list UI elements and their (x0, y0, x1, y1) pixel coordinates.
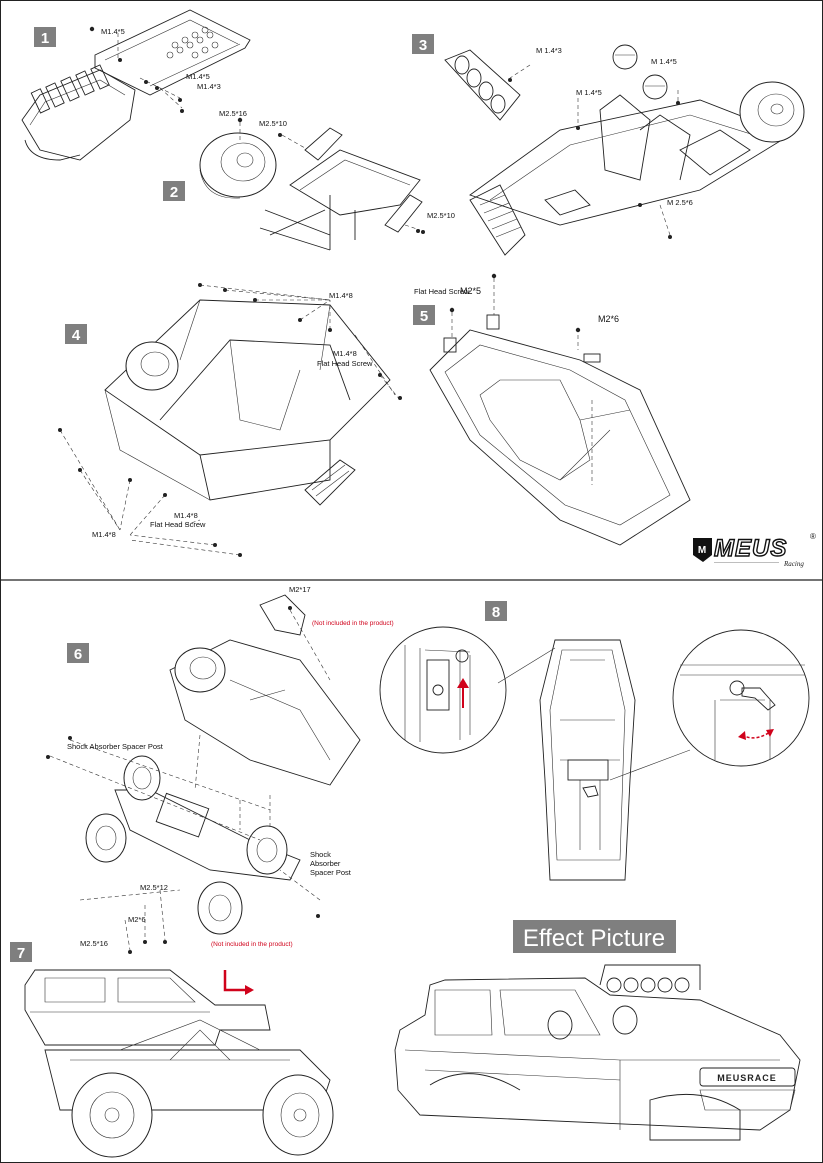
brand-name: MEUS (714, 535, 787, 562)
step-5-number: 5 (420, 308, 428, 325)
logo-shield-icon (693, 538, 712, 562)
s2-label-m25x10-a: M2.5*10 (259, 119, 287, 128)
step-6-drawing: M2*17 (Not included in the product) Shoc… (46, 585, 394, 954)
step-7-drawing (24, 969, 334, 1158)
detail-circle-right (672, 629, 810, 767)
s4-label-m14x8-top: M1.4*8 (329, 291, 353, 300)
effect-picture-group: Effect Picture MEUSRACE (394, 920, 801, 1141)
s1-label-m14x5-top: M1.4*5 (101, 27, 125, 36)
detail-circle-left (379, 626, 507, 754)
svg-text:M: M (698, 545, 706, 556)
step-5-drawing: Flat Head Screw M2*5 M2*6 (414, 273, 691, 546)
step-8-number: 8 (492, 604, 500, 621)
s3-label-m14x5-b: M 1.4*5 (651, 57, 677, 66)
step-1-number: 1 (41, 30, 49, 47)
s3-label-m25x6: M 2.5*6 (667, 198, 693, 207)
s4-label-m14x8-mid: M1.4*8 (333, 349, 357, 358)
s1-label-m14x3: M1.4*3 (197, 82, 221, 91)
effect-title-bg (513, 920, 676, 953)
step-6-number: 6 (74, 646, 82, 663)
s3-label-m14x5-a: M 1.4*5 (576, 88, 602, 97)
s6-label-m25x12: M2.5*12 (140, 883, 168, 892)
s6-label-shock: Shock (310, 850, 331, 859)
step-4-drawing: M1.4*8 M1.4*8 Flat Head Screw M1.4*8 Fla… (58, 283, 402, 557)
s6-label-m2x6: M2*6 (128, 915, 146, 924)
step-1-group: 1 M (21, 9, 251, 161)
step-1-badge (34, 27, 56, 47)
step-3-badge (412, 34, 434, 54)
arrow-up-icon (457, 678, 469, 708)
s6-label-spacer-post: Spacer Post (310, 868, 352, 877)
s4-label-m14x8-low: M1.4*8 (174, 511, 198, 520)
rotate-arrow-icon (741, 731, 771, 739)
step-3-group: 3 M 1.4*3 M 1.4*5 (412, 34, 805, 256)
brand-registered-mark: ® (810, 532, 816, 541)
s4-label-flat-head-low: Flat Head Screw (150, 520, 206, 529)
step-6-badge (67, 643, 89, 663)
s2-label-m25x16: M2.5*16 (219, 109, 247, 118)
step-7-badge (10, 942, 32, 962)
step-8-drawing (379, 626, 810, 881)
step-2-drawing: M2.5*16 M2.5*10 M2.5*10 (199, 109, 455, 251)
step-2-number: 2 (170, 184, 178, 201)
step-7-number: 7 (17, 945, 25, 962)
step-1-drawing: M1.4*5 M1.4*5 M1.4*3 (21, 9, 251, 161)
step-8-group: 8 (379, 601, 810, 881)
brand-sub: Racing (783, 560, 804, 568)
step-8-badge (485, 601, 507, 621)
s6-label-absorber: Absorber (310, 859, 341, 868)
s6-label-spacer-post-left: Shock Absorber Spacer Post (67, 742, 164, 751)
s6-label-m2x17: M2*17 (289, 585, 311, 594)
step-3-drawing: M 1.4*3 M 1.4*5 M 1.4*5 M 2.5*6 (444, 44, 805, 256)
effect-plate-text: MEUSRACE (717, 1073, 777, 1083)
step-2-badge (163, 181, 185, 201)
step-7-group: 7 (10, 942, 334, 1158)
step-4-group: 4 (58, 283, 402, 557)
brand-tagline: ————————————— (714, 560, 779, 566)
step-2-group: 2 M2.5*16 M2.5*10 M2.5*10 (163, 109, 455, 251)
s1-label-m14x5: M1.4*5 (186, 72, 210, 81)
brand-logo: M MEUS ® ————————————— Racing (693, 532, 816, 568)
step-4-badge (65, 324, 87, 344)
s4-label-m14x8-bottom: M1.4*8 (92, 530, 116, 539)
s6-label-m25x16: M2.5*16 (80, 939, 108, 948)
step-3-number: 3 (419, 37, 427, 54)
s5-label-flat-head: Flat Head Screw (414, 287, 470, 296)
effect-vehicle-drawing: MEUSRACE (394, 964, 801, 1141)
s6-note-not-included-top: (Not included in the product) (312, 620, 394, 627)
s3-label-m14x3: M 1.4*3 (536, 46, 562, 55)
step-4-number: 4 (72, 327, 81, 344)
s2-label-m25x10-b: M2.5*10 (427, 211, 455, 220)
effect-title: Effect Picture (523, 925, 665, 952)
step-7-arrow-icon (223, 970, 245, 992)
step-5-group: 5 Flat Head Screw M2*5 M2*6 (413, 273, 691, 546)
s5-label-m2x6: M2*6 (598, 314, 619, 324)
s5-label-m2x5: M2*5 (460, 286, 481, 296)
step-5-badge (413, 305, 435, 325)
s6-note-not-included-bottom: (Not included in the product) (211, 941, 293, 948)
s4-label-flat-head-mid: Flat Head Screw (317, 359, 373, 368)
step-6-group: 6 (46, 585, 394, 954)
